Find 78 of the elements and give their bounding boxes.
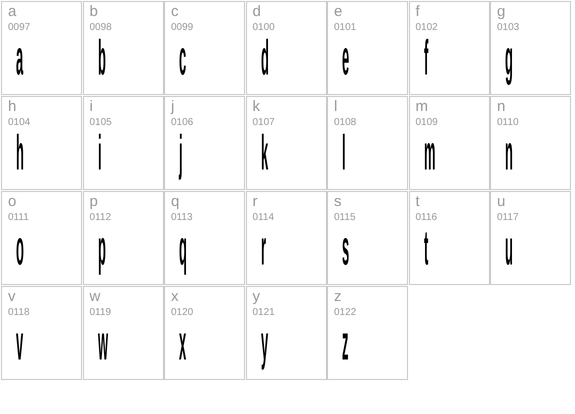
glyph-sample: g — [505, 34, 513, 84]
glyph-sample: b — [98, 34, 106, 84]
glyph-sample: q — [179, 224, 187, 274]
character-code: 0120 — [171, 307, 194, 318]
character-code: 0103 — [497, 22, 520, 33]
character-code: 0118 — [8, 307, 30, 318]
character-label: s — [334, 194, 342, 210]
character-code: 0107 — [252, 117, 275, 128]
character-code: 0111 — [8, 212, 29, 223]
character-label: b — [90, 4, 98, 20]
glyph-sample: c — [179, 34, 186, 84]
glyph-sample: v — [16, 319, 24, 368]
character-label: c — [171, 4, 178, 20]
character-label: k — [252, 99, 260, 115]
character-code: 0105 — [90, 117, 112, 128]
glyph-sample: f — [424, 34, 428, 84]
character-code: 0122 — [334, 307, 356, 318]
character-code: 0108 — [334, 117, 356, 128]
glyph-sample: p — [98, 224, 106, 274]
glyph-sample: l — [342, 129, 346, 178]
character-label: i — [90, 99, 93, 115]
character-code: 0102 — [416, 22, 438, 33]
character-code: 0110 — [497, 117, 519, 128]
glyph-sample: e — [342, 34, 350, 84]
character-label: x — [171, 289, 178, 305]
glyph-sample: s — [342, 224, 350, 274]
character-code: 0097 — [8, 22, 30, 33]
glyph-sample: n — [505, 129, 513, 178]
glyph-sample: u — [505, 224, 513, 274]
glyph-sample: x — [179, 319, 186, 368]
character-code: 0101 — [334, 22, 356, 33]
character-code: 0116 — [416, 212, 438, 223]
glyph-sample: w — [98, 319, 108, 368]
character-code: 0106 — [171, 117, 194, 128]
glyph-sample: i — [98, 129, 102, 178]
character-label: v — [8, 289, 16, 305]
glyph-sample: z — [342, 319, 348, 368]
character-label: o — [8, 194, 16, 210]
character-code: 0112 — [90, 212, 112, 223]
character-code: 0098 — [90, 22, 112, 33]
character-label: g — [497, 4, 506, 20]
character-label: d — [252, 4, 261, 20]
glyph-sample: a — [16, 34, 24, 84]
character-label: q — [171, 194, 180, 210]
glyph-sample: m — [424, 129, 435, 178]
character-label: j — [171, 99, 174, 115]
glyph-sample: k — [260, 129, 268, 178]
character-code: 0117 — [497, 212, 519, 223]
character-label: e — [334, 4, 342, 20]
character-code: 0109 — [416, 117, 438, 128]
glyph-sample: h — [16, 129, 24, 178]
character-label: h — [8, 99, 16, 115]
glyph-sample: r — [260, 224, 266, 274]
glyph-sample: j — [179, 129, 183, 178]
character-code: 0115 — [334, 212, 356, 223]
glyph-sample: d — [260, 34, 268, 84]
character-code: 0100 — [252, 22, 275, 33]
character-code: 0104 — [8, 117, 30, 128]
glyph-sample: o — [16, 224, 24, 274]
character-label: a — [8, 4, 16, 20]
character-code: 0114 — [252, 212, 274, 223]
character-label: z — [334, 289, 342, 305]
character-label: w — [90, 289, 100, 305]
character-code: 0119 — [90, 307, 112, 318]
character-label: r — [252, 194, 258, 210]
character-code: 0121 — [252, 307, 275, 318]
character-label: p — [90, 194, 98, 210]
character-label: y — [252, 289, 260, 305]
glyph-sample: t — [424, 224, 428, 274]
character-code: 0099 — [171, 22, 194, 33]
glyph-sample: y — [260, 319, 268, 368]
character-label: l — [334, 99, 338, 115]
character-label: u — [497, 194, 506, 210]
character-label: n — [497, 99, 506, 115]
character-label: f — [416, 4, 420, 20]
character-code: 0113 — [171, 212, 193, 223]
character-label: t — [416, 194, 420, 210]
character-label: m — [416, 99, 428, 115]
